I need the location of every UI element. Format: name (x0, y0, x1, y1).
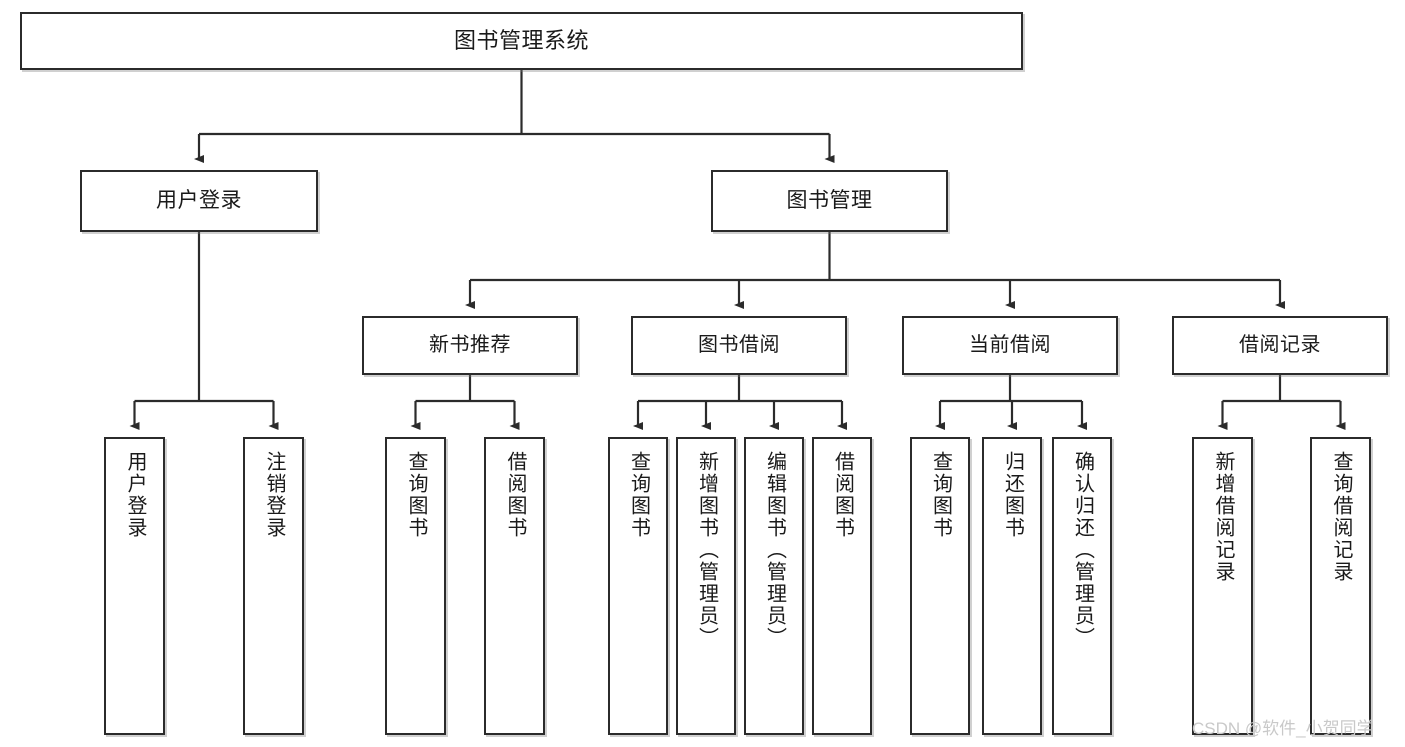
node-label-leaf-rec-borrow: 借阅图书 (504, 451, 526, 539)
node-label-leaf-cb-return: 归还图书 (1001, 451, 1024, 539)
node-label-current-borrow: 当前借阅 (969, 334, 1051, 356)
node-label-book-manage: 图书管理 (786, 188, 873, 212)
node-label-leaf-cb-confirm: 确认归还（管理员） (1071, 451, 1094, 649)
node-label-user-login: 用户登录 (156, 188, 242, 212)
node-book-manage[interactable]: 图书管理 (711, 170, 948, 232)
node-leaf-bb-add[interactable]: 新增图书（管理员） (676, 437, 736, 735)
node-label-leaf-bb-query: 查询图书 (627, 451, 650, 539)
node-leaf-bb-borrow[interactable]: 借阅图书 (812, 437, 872, 735)
node-label-leaf-bb-add: 新增图书（管理员） (695, 451, 718, 649)
node-leaf-cb-return[interactable]: 归还图书 (982, 437, 1042, 735)
node-label-leaf-bb-edit: 编辑图书（管理员） (763, 451, 786, 649)
node-label-leaf-br-query: 查询借阅记录 (1330, 451, 1352, 583)
node-label-root: 图书管理系统 (453, 28, 589, 54)
node-label-leaf-cb-query: 查询图书 (929, 451, 952, 539)
node-label-borrow-record: 借阅记录 (1239, 334, 1321, 356)
node-new-book-rec[interactable]: 新书推荐 (362, 316, 578, 375)
node-label-leaf-user-login: 用户登录 (124, 451, 146, 539)
node-leaf-bb-query[interactable]: 查询图书 (608, 437, 668, 735)
node-book-borrow[interactable]: 图书借阅 (631, 316, 847, 375)
node-leaf-rec-query[interactable]: 查询图书 (385, 437, 446, 735)
node-label-leaf-bb-borrow: 借阅图书 (831, 451, 854, 539)
node-borrow-record[interactable]: 借阅记录 (1172, 316, 1388, 375)
node-root[interactable]: 图书管理系统 (20, 12, 1023, 70)
node-leaf-user-login[interactable]: 用户登录 (104, 437, 165, 735)
node-label-book-borrow: 图书借阅 (698, 334, 780, 356)
node-label-leaf-rec-query: 查询图书 (405, 451, 427, 539)
node-leaf-cb-confirm[interactable]: 确认归还（管理员） (1052, 437, 1112, 735)
csdn-watermark: CSDN @软件_小贺同学 (1192, 719, 1374, 738)
node-leaf-user-logout[interactable]: 注销登录 (243, 437, 304, 735)
node-leaf-cb-query[interactable]: 查询图书 (910, 437, 970, 735)
node-leaf-br-add[interactable]: 新增借阅记录 (1192, 437, 1253, 735)
node-leaf-rec-borrow[interactable]: 借阅图书 (484, 437, 545, 735)
node-leaf-bb-edit[interactable]: 编辑图书（管理员） (744, 437, 804, 735)
node-user-login[interactable]: 用户登录 (80, 170, 318, 232)
node-leaf-br-query[interactable]: 查询借阅记录 (1310, 437, 1371, 735)
node-label-leaf-user-logout: 注销登录 (263, 451, 285, 539)
node-label-leaf-br-add: 新增借阅记录 (1212, 451, 1234, 583)
node-current-borrow[interactable]: 当前借阅 (902, 316, 1118, 375)
node-label-new-book-rec: 新书推荐 (429, 334, 511, 356)
